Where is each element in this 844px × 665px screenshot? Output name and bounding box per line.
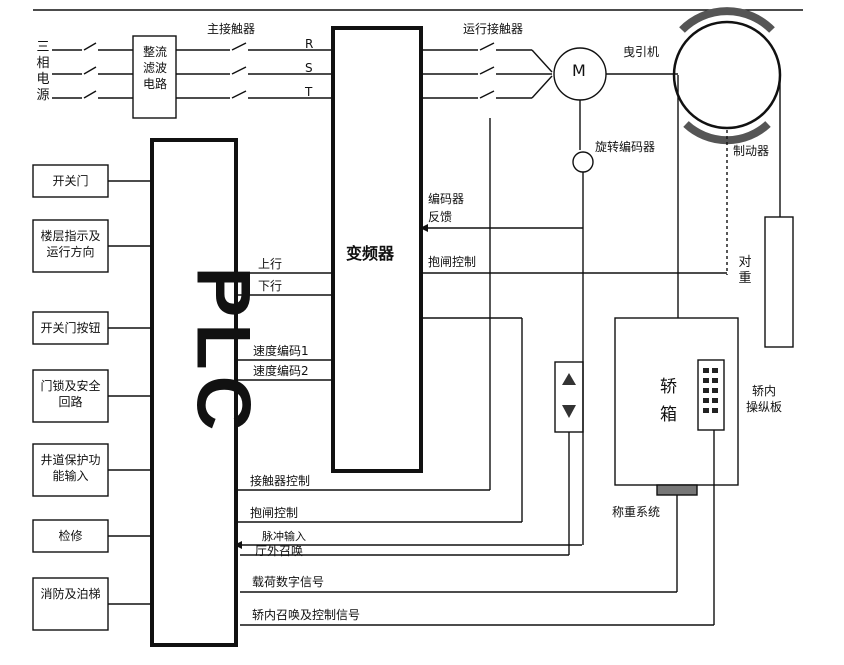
car-panel-label-1: 轿内 — [752, 384, 777, 398]
counterweight-box — [764, 216, 794, 348]
up-button-icon — [562, 373, 576, 385]
contactor-ctrl-label: 接触器控制 — [250, 474, 311, 488]
rectifier-label: 整流 滤波 电路 — [135, 44, 175, 92]
car-label-2: 箱 — [660, 405, 677, 425]
main-contactor-label: 主接触器 — [207, 22, 256, 36]
inverter-label: 变频器 — [346, 244, 395, 263]
input-door: 开关门 — [52, 174, 89, 188]
load-signal-label: 载荷数字信号 — [252, 575, 325, 589]
down-label: 下行 — [258, 279, 283, 293]
weighing-plate — [656, 484, 698, 496]
inverter-box — [331, 26, 423, 473]
car-call-label: 轿内召唤及控制信号 — [252, 608, 361, 622]
up-label: 上行 — [258, 257, 283, 271]
phase-t-label: T — [305, 85, 313, 99]
brake-ctrl-label: 抱闸控制 — [250, 506, 299, 520]
speed1-label: 速度编码1 — [253, 344, 309, 358]
main-contactor-lines — [176, 42, 333, 99]
encoder-feedback-2: 反馈 — [428, 210, 453, 224]
input-shaft-protection: 井道保护功能输入 — [40, 453, 101, 483]
phase-s-label: S — [305, 61, 313, 75]
input-door-button: 开关门按钮 — [40, 321, 101, 335]
inverter-brake-label: 抱闸控制 — [428, 255, 477, 269]
brake-label: 制动器 — [733, 144, 770, 158]
car-panel-label-2: 操纵板 — [746, 400, 783, 414]
encoder-label: 旋转编码器 — [595, 140, 656, 154]
rectifier-line-2: 滤波 — [142, 61, 167, 75]
input-floor-indicator: 楼层指示及运行方向 — [40, 229, 101, 259]
car-panel-grid — [703, 368, 718, 413]
speed2-label: 速度编码2 — [253, 364, 309, 378]
rectifier-box — [132, 35, 177, 119]
car-panel-box — [697, 359, 725, 431]
pulse-input-label: 脉冲输入 — [262, 530, 306, 543]
input-door-lock: 门锁及安全回路 — [40, 379, 101, 409]
hall-call-label: 厅外召唤 — [255, 544, 304, 558]
input-maintenance: 检修 — [58, 529, 83, 543]
run-contactor-label: 运行接触器 — [463, 22, 524, 36]
power-source-label: 三相电源 — [36, 40, 50, 103]
traction-sheave — [672, 20, 782, 130]
down-button-icon — [562, 405, 576, 418]
encoder-feedback-1: 编码器 — [428, 192, 465, 206]
brake-shoe-top — [679, 7, 775, 33]
car-label-1: 轿 — [660, 377, 677, 397]
rectifier-line-3: 电路 — [142, 77, 167, 91]
plc-input-boxes — [32, 164, 152, 631]
weighing-label: 称重系统 — [612, 505, 661, 519]
rectifier-line-1: 整流 — [142, 45, 167, 59]
encoder-circle — [572, 151, 594, 173]
brake-shoe-bottom — [683, 120, 771, 145]
phase-r-label: R — [305, 37, 314, 51]
input-fire: 消防及泊梯 — [40, 587, 101, 601]
hall-call-box — [554, 361, 584, 433]
run-contactor-lines — [421, 42, 553, 99]
source-lines — [52, 42, 133, 99]
plc-box — [150, 138, 238, 647]
traction-label: 曳引机 — [623, 45, 660, 59]
motor-label: M — [572, 61, 586, 80]
counterweight-label: 对重 — [738, 255, 752, 286]
